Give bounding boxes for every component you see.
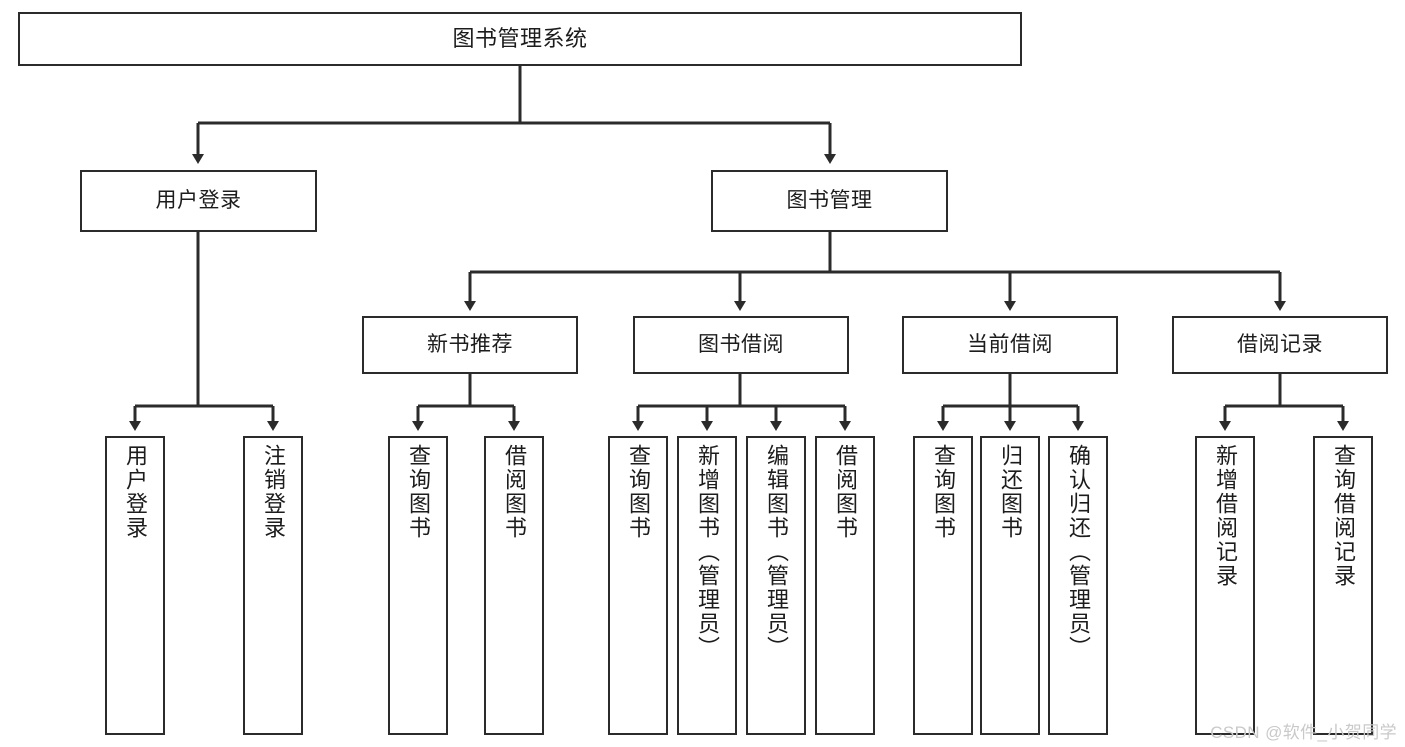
node-root-system[interactable]: 图书管理系统: [18, 12, 1022, 66]
node-label: 注销登录: [261, 444, 286, 540]
node-label: 查询图书: [931, 444, 956, 540]
leaf-user-login-logout[interactable]: 注销登录: [243, 436, 303, 735]
node-label: 图书管理系统: [452, 26, 588, 52]
node-label: 归还图书: [998, 444, 1023, 540]
leaf-records-add-record[interactable]: 新增借阅记录: [1195, 436, 1255, 735]
leaf-borrow-edit-book[interactable]: 编辑图书（管理员）: [746, 436, 806, 735]
node-label: 用户登录: [155, 188, 242, 212]
node-label: 新书推荐: [427, 332, 513, 356]
leaf-recommend-query-book[interactable]: 查询图书: [388, 436, 448, 735]
node-new-book-recommend[interactable]: 新书推荐: [362, 316, 578, 374]
node-label: 新增图书（管理员）: [695, 444, 720, 660]
watermark: CSDN @软件_小贺同学: [1210, 723, 1397, 742]
node-label: 用户登录: [123, 444, 148, 540]
leaf-current-return-book[interactable]: 归还图书: [980, 436, 1040, 735]
node-label: 查询图书: [626, 444, 651, 540]
node-label: 图书借阅: [698, 332, 784, 356]
node-label: 查询借阅记录: [1331, 444, 1356, 588]
node-current-borrow[interactable]: 当前借阅: [902, 316, 1118, 374]
leaf-borrow-add-book[interactable]: 新增图书（管理员）: [677, 436, 737, 735]
leaf-recommend-borrow-book[interactable]: 借阅图书: [484, 436, 544, 735]
node-book-management[interactable]: 图书管理: [711, 170, 948, 232]
node-label: 借阅图书: [502, 444, 527, 540]
node-label: 借阅图书: [833, 444, 858, 540]
leaf-borrow-borrow-book[interactable]: 借阅图书: [815, 436, 875, 735]
node-label: 确认归还（管理员）: [1066, 444, 1091, 660]
node-label: 编辑图书（管理员）: [764, 444, 789, 660]
node-user-login[interactable]: 用户登录: [80, 170, 317, 232]
node-label: 借阅记录: [1237, 332, 1323, 356]
node-label: 查询图书: [406, 444, 431, 540]
node-label: 图书管理: [786, 188, 873, 212]
leaf-borrow-query-book[interactable]: 查询图书: [608, 436, 668, 735]
node-label: 当前借阅: [967, 332, 1053, 356]
node-label: 新增借阅记录: [1213, 444, 1238, 588]
leaf-user-login-login[interactable]: 用户登录: [105, 436, 165, 735]
leaf-current-confirm-return[interactable]: 确认归还（管理员）: [1048, 436, 1108, 735]
leaf-current-query-book[interactable]: 查询图书: [913, 436, 973, 735]
node-borrow-records[interactable]: 借阅记录: [1172, 316, 1388, 374]
node-book-borrow[interactable]: 图书借阅: [633, 316, 849, 374]
leaf-records-query-record[interactable]: 查询借阅记录: [1313, 436, 1373, 735]
